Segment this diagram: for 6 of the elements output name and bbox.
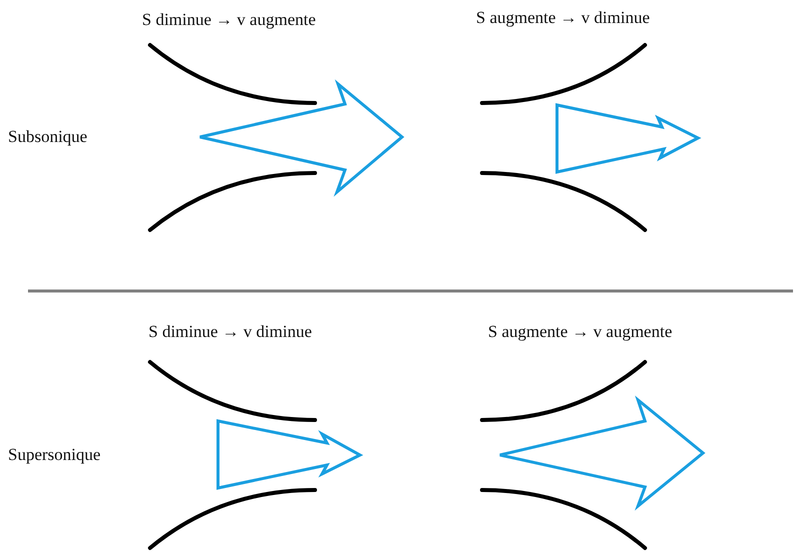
heading-text: S diminue → v diminue bbox=[148, 322, 312, 342]
flow-regime-label: Subsonique bbox=[8, 127, 88, 147]
flow-regime-label: Supersonique bbox=[8, 445, 101, 465]
heading-text: S diminue → v augmente bbox=[142, 10, 316, 30]
heading-text: S augmente → v diminue bbox=[476, 8, 650, 28]
heading-text: S augmente → v augmente bbox=[488, 322, 672, 342]
